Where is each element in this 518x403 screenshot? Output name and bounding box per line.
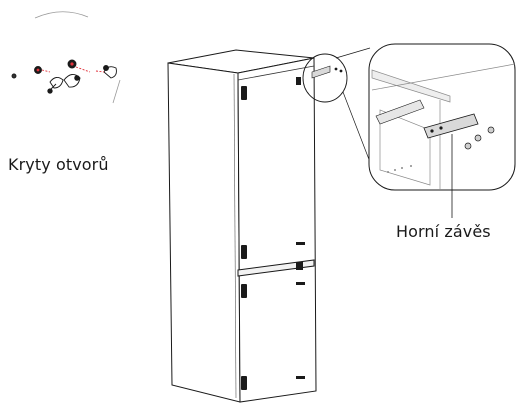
top-hinge-detail [368, 43, 516, 218]
cabinet-hinge-marks [241, 77, 305, 390]
hole-covers-illustration [11, 11, 121, 104]
hole-covers-label: Kryty otvorů [8, 155, 109, 174]
refrigerator-cabinet [167, 49, 317, 403]
hinge-highlight-circle [302, 53, 348, 103]
top-hinge-label: Horní závěs [396, 222, 491, 241]
